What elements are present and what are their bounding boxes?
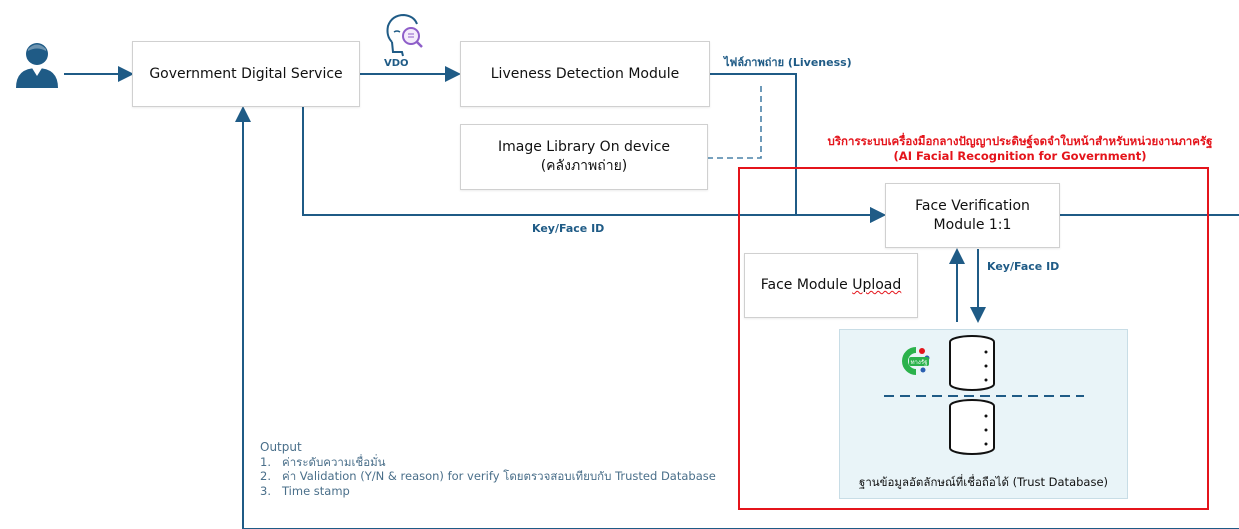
ai-facial-recognition-region	[738, 167, 1209, 510]
face-module-upload-node: Face Module Upload	[744, 253, 918, 318]
face-verification-sublabel: Module 1:1	[933, 216, 1012, 233]
database-icon-top	[949, 335, 995, 391]
key-face-id-db-label: Key/Face ID	[987, 260, 1060, 273]
output-item: 3.Time stamp	[260, 483, 350, 498]
output-notes: Output 1.ค่าระดับความเชื่อมั่น 2.ค่า Val…	[260, 440, 716, 498]
user-icon	[16, 43, 58, 88]
image-library-node: Image Library On device (คลังภาพถ่าย)	[460, 124, 708, 190]
svg-text:ทางรัฐ: ทางรัฐ	[911, 359, 928, 366]
trust-database-label: ฐานข้อมูลอัตลักษณ์ที่เชื่อถือได้ (Trust …	[858, 475, 1109, 489]
key-face-id-label: Key/Face ID	[532, 222, 605, 235]
liveness-detection-label: Liveness Detection Module	[490, 65, 680, 82]
government-digital-service-node: Government Digital Service	[132, 41, 360, 107]
image-library-label: Image Library On device	[497, 139, 671, 155]
database-icon-bottom	[949, 399, 995, 455]
government-digital-service-label: Government Digital Service	[149, 65, 343, 82]
output-item: 1.ค่าระดับความเชื่อมั่น	[260, 454, 386, 469]
vdo-label: VDO	[384, 58, 409, 69]
face-verification-node: Face Verification Module 1:1	[885, 183, 1060, 248]
image-library-sublabel: (คลังภาพถ่าย)	[540, 158, 628, 174]
output-title: Output	[260, 440, 302, 454]
liveness-file-label: ไฟล์ภาพถ่าย (Liveness)	[724, 56, 852, 69]
liveness-detection-node: Liveness Detection Module	[460, 41, 710, 107]
database-divider	[884, 395, 1084, 397]
face-scan-icon	[386, 13, 423, 57]
service-region-title-th: บริการระบบเครื่องมือกลางปัญญาประดิษฐ์จดจ…	[827, 134, 1213, 148]
service-region-title-en: (AI Facial Recognition for Government)	[893, 149, 1147, 163]
tang-rat-logo: ทางรัฐ	[902, 347, 930, 375]
service-region-title: บริการระบบเครื่องมือกลางปัญญาประดิษฐ์จดจ…	[800, 134, 1239, 164]
arrow-service-to-verification	[302, 107, 886, 223]
dashed-image-library-link	[707, 84, 762, 159]
face-verification-label: Face Verification	[915, 197, 1030, 214]
output-item: 2.ค่า Validation (Y/N & reason) for veri…	[260, 469, 716, 483]
face-module-upload-label: Face Module Upload	[760, 277, 902, 293]
